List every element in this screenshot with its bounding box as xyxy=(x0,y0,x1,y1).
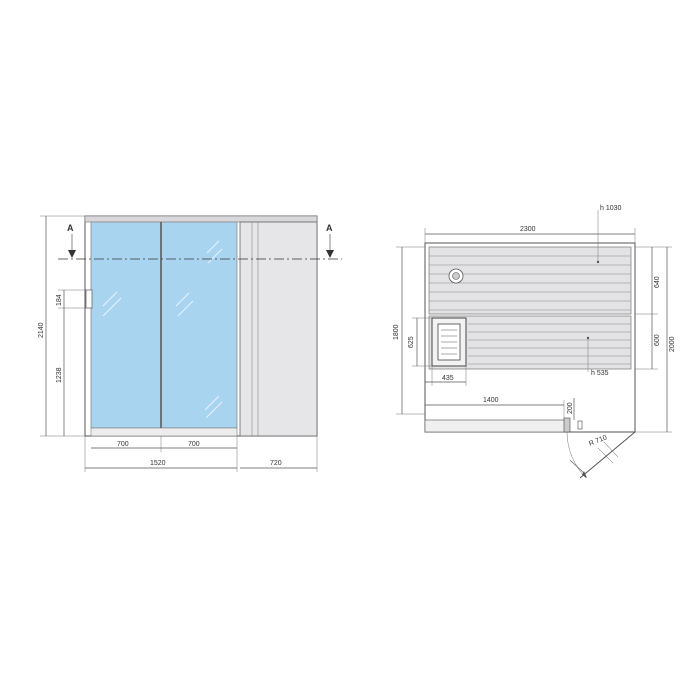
front-top-rail xyxy=(84,215,318,223)
front-wall xyxy=(424,419,566,433)
dim-lower-bench-height: h 535 xyxy=(591,370,609,377)
section-marker-right: A xyxy=(326,223,333,233)
section-marker-left: A xyxy=(67,223,74,233)
dim-door-left-width: 700 xyxy=(117,441,129,448)
section-arrow-right xyxy=(326,250,334,258)
dim-total-height: 2140 xyxy=(38,322,45,338)
door-jamb-right xyxy=(577,420,583,430)
dim-handle-offset: 1238 xyxy=(56,367,63,383)
dim-door-width: 1400 xyxy=(483,397,499,404)
side-panel xyxy=(239,221,318,437)
section-arrow-left xyxy=(68,250,76,258)
dim-lower-bench-depth: 600 xyxy=(654,334,661,346)
door-leaf xyxy=(579,431,636,479)
door-handle xyxy=(85,289,93,309)
door-swing-arc xyxy=(566,431,587,479)
dim-total-depth-outer: 2000 xyxy=(669,336,676,352)
dim-total-depth-inner: 1800 xyxy=(393,324,400,340)
dim-heater-depth: 625 xyxy=(408,336,415,348)
door-jamb xyxy=(563,417,571,433)
glass-panel-right xyxy=(160,221,238,429)
dim-handle-height: 184 xyxy=(56,294,63,306)
glass-reflections xyxy=(102,240,223,419)
upper-bench xyxy=(428,246,632,315)
glass-panel-left xyxy=(90,221,162,429)
dim-door-right-width: 700 xyxy=(188,441,200,448)
plan-view: 2300 h 1030 h 535 640 600 2000 1800 625 xyxy=(393,205,676,479)
heater-grill xyxy=(441,329,457,355)
front-view: A A 2140 184 1238 700 700 1520 720 xyxy=(38,215,342,472)
dim-side-panel-width: 720 xyxy=(270,460,282,467)
front-threshold xyxy=(90,427,238,437)
dim-upper-bench-depth: 640 xyxy=(654,276,661,288)
dim-top-bench-height: h 1030 xyxy=(600,205,622,212)
dim-door-swing-radius: R 710 xyxy=(588,434,608,448)
upper-bench-slats xyxy=(429,255,631,311)
dim-door-step: 200 xyxy=(567,402,574,414)
lower-bench-slats xyxy=(468,323,631,365)
dim-heater-width: 435 xyxy=(442,375,454,382)
dim-glass-total-width: 1520 xyxy=(150,460,166,467)
dim-total-width: 2300 xyxy=(520,226,536,233)
